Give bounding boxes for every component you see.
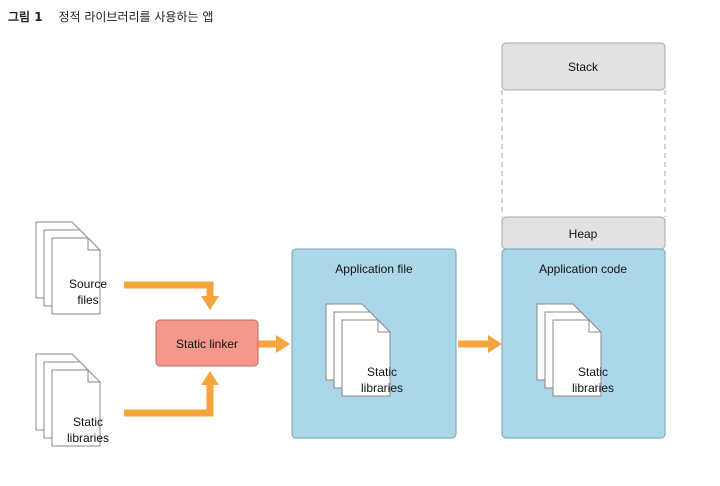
input-libraries-label-2: libraries [67,431,109,445]
source-files-label-2: files [77,293,98,307]
app-file-libraries-label-1: Static [367,365,397,379]
static-linker-box: Static linker [155,319,259,367]
input-libraries-label-1: Static [73,415,103,429]
arrow-app-file-to-memory [458,335,502,353]
heap-label: Heap [569,227,598,241]
figure-title: 정적 라이브러리를 사용하는 앱 [58,10,214,24]
app-file-libraries-label-2: libraries [361,381,403,395]
application-file-title: Application file [335,262,413,276]
application-code-static-libraries-docs: Static libraries [536,303,614,397]
stack-segment: Stack [501,42,666,91]
arrow-linker-to-app-file [258,335,290,353]
app-code-libraries-label-1: Static [578,365,608,379]
application-code-title: Application code [539,262,627,276]
figure-caption: 그림 1 정적 라이브러리를 사용하는 앱 [8,8,213,25]
input-static-libraries-docs: Static libraries [35,353,109,447]
source-files-docs: Source files [35,221,107,315]
free-memory-gap [501,90,666,217]
arrow-libraries-to-linker [124,371,219,417]
app-code-libraries-label-2: libraries [572,381,614,395]
static-linker-label: Static linker [176,337,238,351]
figure-number: 그림 1 [8,10,43,24]
stack-label: Stack [568,60,599,74]
application-file-static-libraries-docs: Static libraries [325,303,403,397]
source-files-label-1: Source [69,277,107,291]
heap-segment: Heap [501,216,666,250]
arrow-source-to-linker [124,281,219,310]
